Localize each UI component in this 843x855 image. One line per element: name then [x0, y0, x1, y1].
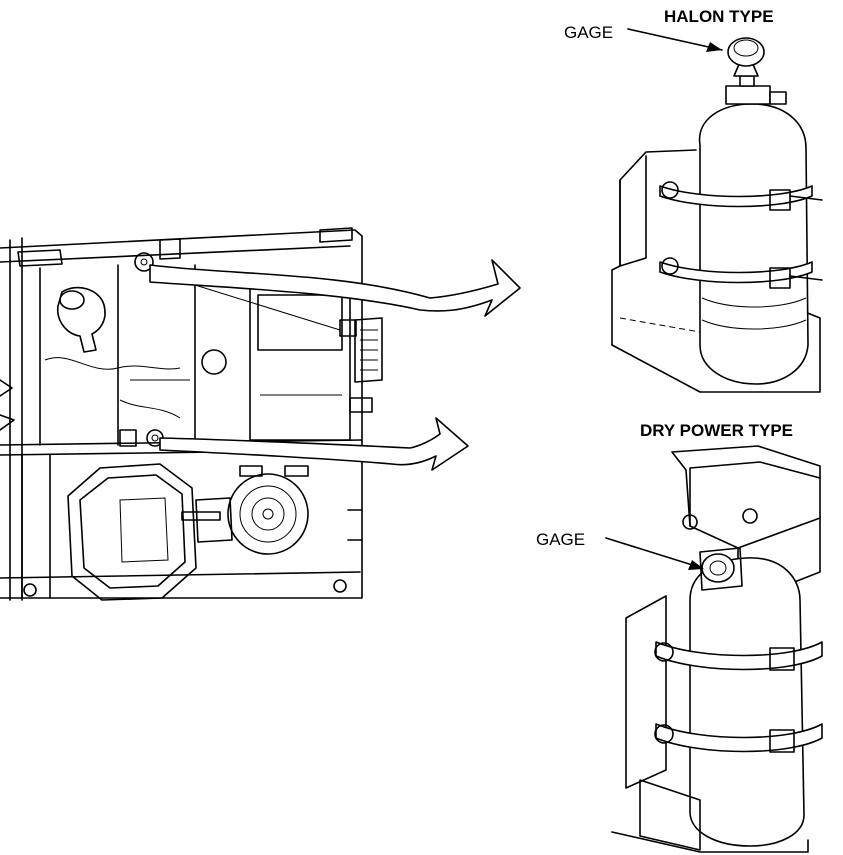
halon-type-label: HALON TYPE: [664, 7, 774, 26]
dry-gage-label: GAGE: [536, 530, 585, 549]
dry-power-location-arrow: [159, 417, 469, 471]
dry-power-type-extinguisher: [605, 445, 823, 853]
halon-gage-label: GAGE: [564, 23, 613, 42]
dry-power-type-label: DRY POWER TYPE: [640, 421, 793, 440]
halon-type-extinguisher: [611, 28, 823, 393]
halon-location-arrow: [149, 259, 521, 317]
